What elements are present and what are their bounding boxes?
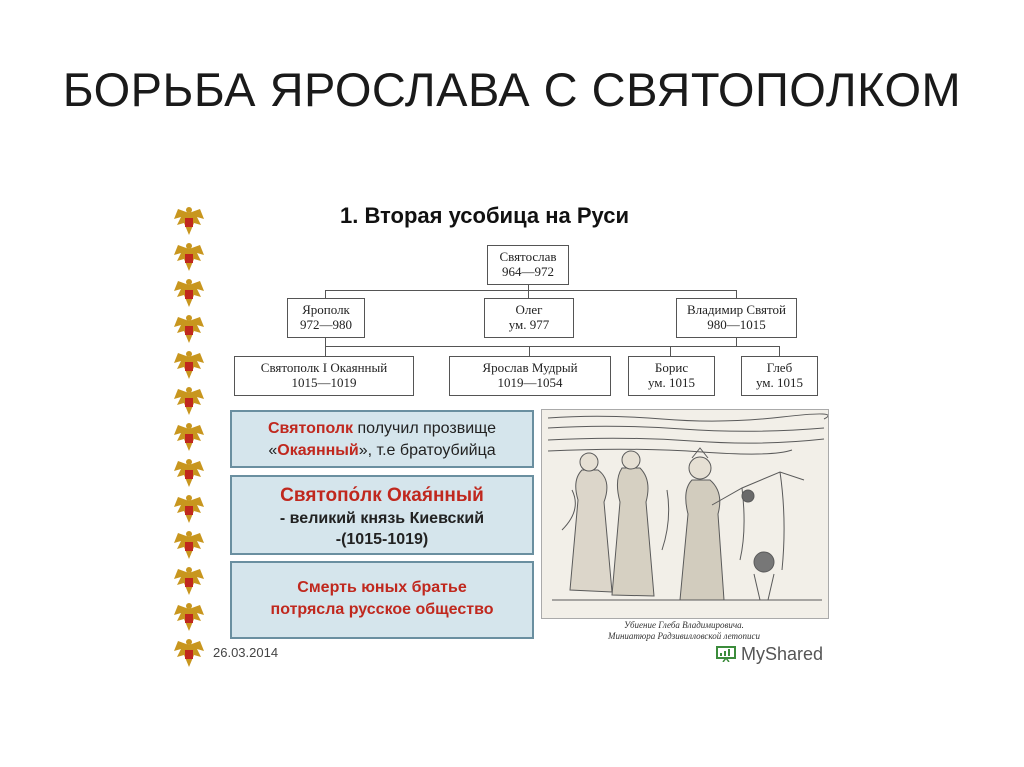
eagle-emblem-icon bbox=[174, 279, 204, 307]
brand-name: MyShared bbox=[741, 644, 824, 664]
eagle-emblem-icon bbox=[174, 351, 204, 379]
node-years: ум. 1015 bbox=[755, 375, 804, 390]
info-text: - великий князь Киевский bbox=[279, 510, 485, 527]
caption-line: Убиение Глеба Владимировича. bbox=[624, 620, 744, 630]
miniature-caption: Убиение Глеба Владимировича. Миниатюра Р… bbox=[541, 620, 827, 642]
eagle-emblem-icon bbox=[174, 423, 204, 451]
info-line: Святополк получил прозвище bbox=[232, 418, 532, 440]
eagle-emblem-icon bbox=[174, 531, 204, 559]
tree-connector bbox=[670, 346, 671, 356]
tree-connector bbox=[736, 290, 737, 298]
info-text: -(1015-1019) bbox=[335, 531, 429, 548]
info-text: », т.е братоубийца bbox=[358, 442, 496, 459]
myshared-logo[interactable]: MyShared bbox=[716, 644, 823, 665]
eagle-emblem-icon bbox=[174, 603, 204, 631]
slide-title: БОРЬБА ЯРОСЛАВА С СВЯТОПОЛКОМ bbox=[62, 63, 962, 116]
eagle-emblem-icon bbox=[174, 243, 204, 271]
node-name: Святослав bbox=[499, 249, 557, 264]
info-box-title: Святопо́лк Окая́нный - великий князь Кие… bbox=[230, 475, 534, 555]
eagle-emblem-icon bbox=[174, 639, 204, 667]
emblem-column bbox=[172, 205, 212, 673]
tree-node-svyatopolk: Святополк I Окаянный 1015—1019 bbox=[234, 356, 414, 396]
eagle-emblem-icon bbox=[174, 387, 204, 415]
caption-line: Миниатюра Радзивилловской летописи bbox=[607, 631, 761, 641]
node-years: 1019—1054 bbox=[497, 375, 563, 390]
tree-node-yaroslav: Ярослав Мудрый 1019—1054 bbox=[449, 356, 611, 396]
chronicle-miniature-image bbox=[541, 409, 829, 619]
node-name: Глеб bbox=[766, 360, 793, 375]
tree-connector bbox=[736, 338, 737, 346]
tree-connector bbox=[325, 346, 780, 347]
node-years: 964—972 bbox=[502, 264, 554, 279]
slide-date: 26.03.2014 bbox=[213, 645, 279, 660]
info-text: получил прозвище bbox=[353, 420, 497, 437]
tree-node-vladimir: Владимир Святой 980—1015 bbox=[676, 298, 797, 338]
info-text: « bbox=[268, 442, 278, 459]
eagle-emblem-icon bbox=[174, 315, 204, 343]
node-years: 1015—1019 bbox=[291, 375, 357, 390]
node-years: ум. 977 bbox=[508, 317, 550, 332]
info-text: потрясла русское общество bbox=[270, 601, 494, 618]
node-name: Ярополк bbox=[302, 302, 350, 317]
miniature-drawing bbox=[542, 410, 828, 618]
eagle-emblem-icon bbox=[174, 567, 204, 595]
node-name: Владимир Святой bbox=[686, 302, 787, 317]
presentation-icon bbox=[716, 646, 736, 663]
info-highlight: Окаянный bbox=[277, 442, 359, 459]
node-years: 980—1015 bbox=[707, 317, 766, 332]
node-name: Олег bbox=[515, 302, 543, 317]
tree-connector bbox=[779, 346, 780, 356]
node-name: Ярослав Мудрый bbox=[482, 360, 578, 375]
tree-node-yaropolk: Ярополк 972—980 bbox=[287, 298, 365, 338]
tree-connector bbox=[325, 290, 737, 291]
tree-connector bbox=[325, 290, 326, 298]
node-name: Борис bbox=[654, 360, 689, 375]
eagle-emblem-icon bbox=[174, 495, 204, 523]
node-years: 972—980 bbox=[300, 317, 352, 332]
info-highlight: Святополк bbox=[267, 420, 354, 437]
tree-connector bbox=[528, 284, 529, 298]
tree-node-gleb: Глеб ум. 1015 bbox=[741, 356, 818, 396]
info-line: «Окаянный», т.е братоубийца bbox=[232, 440, 532, 462]
slide-subtitle: 1. Вторая усобица на Руси bbox=[340, 203, 629, 228]
info-text: Смерть юных братье bbox=[297, 579, 467, 596]
eagle-emblem-icon bbox=[174, 207, 204, 235]
info-box-nickname: Святополк получил прозвище «Окаянный», т… bbox=[230, 410, 534, 468]
tree-connector bbox=[325, 338, 326, 346]
node-years: ум. 1015 bbox=[647, 375, 696, 390]
tree-node-oleg: Олег ум. 977 bbox=[484, 298, 574, 338]
info-box-heading: Святопо́лк Окая́нный bbox=[280, 485, 484, 506]
tree-connector bbox=[529, 346, 530, 356]
eagle-emblem-icon bbox=[174, 459, 204, 487]
node-name: Святополк I Окаянный bbox=[260, 360, 388, 375]
tree-node-boris: Борис ум. 1015 bbox=[628, 356, 715, 396]
tree-connector bbox=[325, 346, 326, 356]
info-box-death: Смерть юных братье потрясла русское обще… bbox=[230, 561, 534, 639]
tree-node-svyatoslav: Святослав 964—972 bbox=[487, 245, 569, 285]
